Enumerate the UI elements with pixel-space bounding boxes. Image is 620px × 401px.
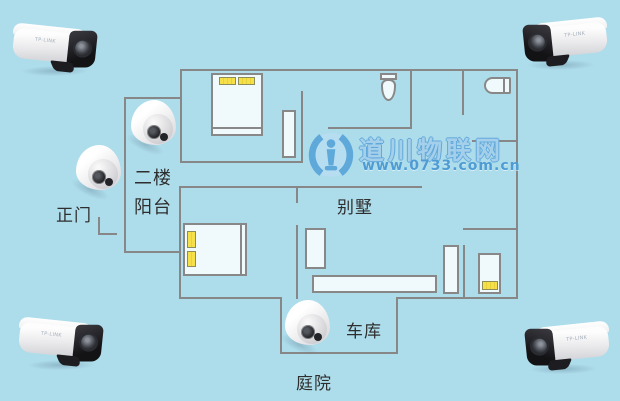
bed-fold-line [240, 225, 242, 274]
pillow [219, 77, 236, 85]
pillow [238, 77, 255, 85]
wall-garage-bottom [280, 352, 398, 354]
wall-bottom-left [181, 297, 281, 299]
wall-lower-interior [296, 225, 298, 299]
watermark-brand-text: 道川物联网 [359, 136, 505, 165]
label-garage: 车库 [346, 322, 382, 342]
wall-right [516, 69, 518, 299]
bullet-camera-body: TP-LINK [13, 309, 112, 375]
wall-room-right-left [463, 245, 465, 299]
camera-lens-icon [92, 170, 106, 184]
wall-bedroom1-right [301, 91, 303, 163]
bed-fold-line [213, 127, 261, 129]
toilet-bowl [381, 79, 396, 101]
watermark-logo-icon [308, 132, 354, 178]
camera-lens-icon [147, 125, 161, 139]
label-courtyard: 庭院 [296, 374, 332, 394]
wardrobe [282, 110, 296, 158]
label-balcony-line2: 阳台 [134, 197, 172, 218]
cabinet [443, 245, 459, 294]
camera-ir-icon [105, 178, 113, 186]
dome-camera-garage [278, 300, 332, 359]
label-front-door: 正门 [56, 206, 92, 226]
bullet-camera-body: TP-LINK [513, 9, 612, 75]
pillow [187, 251, 196, 267]
bullet-camera-top-left: TP-LINK [10, 20, 104, 76]
wall-room-right-top [463, 228, 518, 230]
dome-camera-balcony [124, 100, 178, 159]
watermark-url-text: www.0733.com.cn [362, 158, 521, 174]
wall-garage-left [280, 297, 282, 354]
wall-middle [179, 186, 422, 188]
wall-door-stub [296, 186, 298, 203]
sink-divider [503, 78, 505, 93]
label-villa: 别墅 [337, 198, 373, 218]
wall-washroom-bottom [472, 140, 518, 142]
label-balcony: 二楼 阳台 [134, 164, 172, 222]
camera-ir-icon [314, 333, 322, 341]
pillow [482, 281, 498, 290]
entrance-step-wall [98, 217, 100, 235]
door-panel [305, 228, 326, 269]
wall-bottom-right [396, 297, 518, 299]
bullet-camera-bottom-right: TP-LINK [518, 318, 612, 374]
bullet-camera-body: TP-LINK [7, 15, 106, 81]
wall-bathroom-right [410, 69, 412, 129]
label-balcony-line1: 二楼 [134, 168, 172, 189]
wall-top [180, 69, 518, 71]
watermark: 道川物联网 www.0733.com.cn [306, 130, 521, 180]
wall-bathroom-bottom [328, 127, 410, 129]
sink [484, 77, 511, 94]
bullet-camera-body: TP-LINK [515, 313, 614, 379]
dome-camera-front-door [69, 145, 123, 204]
wall-balcony-bottom [124, 251, 181, 253]
wall-balcony-left [124, 97, 126, 253]
wall-washroom-left [462, 69, 464, 115]
wall-balcony-top [124, 97, 182, 99]
bullet-camera-bottom-left: TP-LINK [16, 314, 110, 370]
sofa [312, 275, 437, 293]
entrance-step-wall [98, 233, 117, 235]
camera-ir-icon [160, 133, 168, 141]
camera-lens-icon [301, 325, 315, 339]
wall-left-lower [179, 186, 181, 299]
wall-left-upper [180, 69, 182, 163]
pillow [187, 231, 196, 248]
bullet-camera-top-right: TP-LINK [516, 14, 610, 70]
wall-garage-right [396, 297, 398, 354]
wall-bedroom1-bottom [180, 161, 303, 163]
